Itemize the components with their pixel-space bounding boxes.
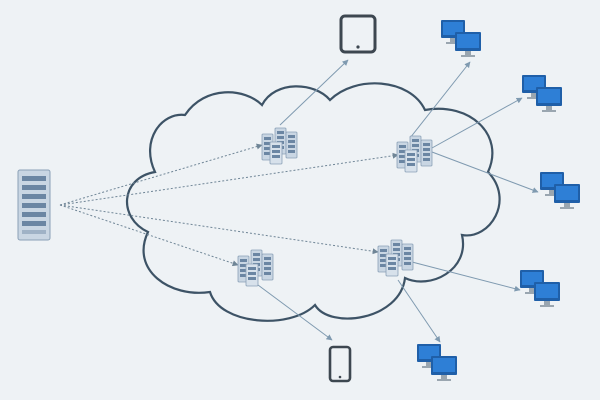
desktop-pair-icon — [417, 344, 457, 381]
desktop-pair-icon — [522, 75, 562, 112]
server-cluster-icon — [237, 249, 274, 287]
desktop-pair-icon — [441, 20, 481, 57]
desktop-pair-icon — [520, 270, 560, 307]
cloud-outline — [125, 82, 501, 322]
client-links — [257, 59, 539, 343]
server-cluster-icon — [396, 135, 433, 173]
smartphone-icon — [328, 345, 352, 383]
origin-links — [59, 143, 399, 267]
server-cluster-icon — [261, 127, 298, 165]
server-cluster-icon — [377, 239, 414, 277]
desktop-pair-icon — [540, 172, 580, 209]
origin-server-icon — [17, 169, 51, 241]
tablet-icon — [339, 14, 377, 54]
